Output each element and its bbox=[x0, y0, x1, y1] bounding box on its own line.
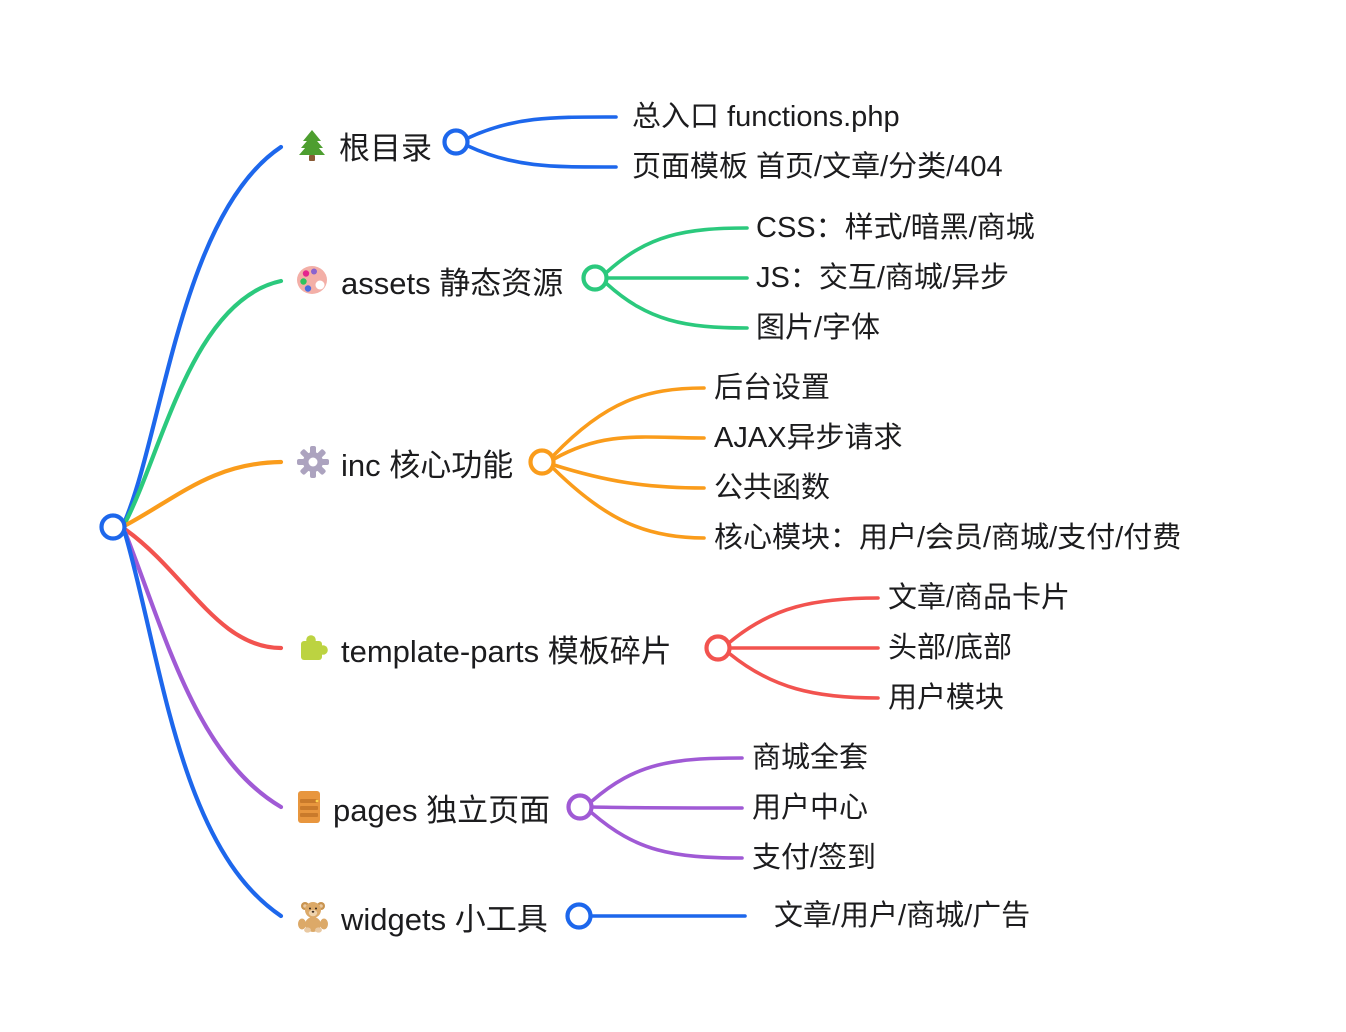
node-connector-assets[interactable] bbox=[581, 264, 609, 292]
node-label: assets 静态资源 bbox=[341, 265, 564, 301]
leaf-item[interactable]: 文章/用户/商城/广告 bbox=[774, 900, 1031, 932]
child-line bbox=[466, 115, 618, 140]
child-line bbox=[605, 282, 749, 330]
leaf-item[interactable]: 用户模块 bbox=[888, 682, 1005, 714]
teddy-icon bbox=[296, 899, 330, 933]
puzzle-icon bbox=[296, 631, 330, 665]
node-connector-pages[interactable] bbox=[566, 793, 594, 821]
child-line bbox=[590, 811, 744, 860]
branch-line-pages bbox=[122, 529, 284, 810]
node-label: pages 独立页面 bbox=[333, 792, 551, 828]
node-label: widgets 小工具 bbox=[341, 901, 548, 937]
child-line bbox=[605, 226, 749, 274]
child-line bbox=[552, 435, 706, 461]
leaf-item[interactable]: 后台设置 bbox=[714, 372, 831, 404]
node-connector-template-parts[interactable] bbox=[704, 634, 732, 662]
leaf-item[interactable]: 总入口 functions.php bbox=[632, 101, 900, 133]
node-label: 根目录 bbox=[339, 130, 432, 166]
node-label: template-parts 模板碎片 bbox=[341, 633, 672, 669]
node-root-dir[interactable]: 根目录 bbox=[296, 120, 432, 170]
branch-line-inc bbox=[123, 459, 284, 528]
leaf-item[interactable]: CSS：样式/暗黑/商城 bbox=[756, 212, 1035, 244]
child-line bbox=[552, 386, 706, 457]
leaf-item[interactable]: 商城全套 bbox=[752, 742, 869, 774]
node-connector-inc[interactable] bbox=[528, 448, 556, 476]
node-assets[interactable]: assets 静态资源 bbox=[296, 255, 563, 305]
leaf-item[interactable]: JS：交互/商城/异步 bbox=[756, 262, 1009, 294]
node-widgets[interactable]: widgets 小工具 bbox=[296, 891, 548, 941]
branch-line-assets bbox=[122, 278, 284, 526]
child-line bbox=[466, 144, 618, 169]
gear-icon bbox=[296, 445, 330, 479]
branch-line-widgets bbox=[122, 530, 284, 919]
child-line bbox=[728, 652, 880, 700]
branch-line-root-dir bbox=[122, 144, 284, 524]
node-inc[interactable]: inc 核心功能 bbox=[296, 437, 513, 487]
branch-line-template-parts bbox=[123, 527, 284, 651]
leaf-item[interactable]: 头部/底部 bbox=[888, 632, 1013, 664]
root-connector[interactable] bbox=[99, 513, 127, 541]
leaf-item[interactable]: 页面模板 首页/文章/分类/404 bbox=[632, 151, 1003, 183]
leaf-item[interactable]: 文章/商品卡片 bbox=[888, 582, 1071, 614]
palette-icon bbox=[296, 264, 330, 296]
child-line bbox=[728, 596, 880, 644]
node-template-parts[interactable]: template-parts 模板碎片 bbox=[296, 623, 672, 673]
child-line bbox=[552, 467, 706, 540]
child-line bbox=[590, 756, 744, 803]
child-line bbox=[590, 805, 744, 810]
leaf-item[interactable]: 公共函数 bbox=[714, 472, 831, 504]
ledger-icon bbox=[296, 790, 322, 824]
tree-icon bbox=[296, 128, 328, 162]
node-label: inc 核心功能 bbox=[341, 447, 514, 483]
leaf-item[interactable]: 用户中心 bbox=[752, 792, 869, 824]
node-connector-root-dir[interactable] bbox=[442, 128, 470, 156]
child-line bbox=[552, 463, 706, 490]
leaf-item[interactable]: 支付/签到 bbox=[752, 842, 877, 874]
node-pages[interactable]: pages 独立页面 bbox=[296, 782, 550, 832]
leaf-item[interactable]: AJAX异步请求 bbox=[714, 422, 903, 454]
node-connector-widgets[interactable] bbox=[565, 902, 593, 930]
leaf-item[interactable]: 核心模块：用户/会员/商城/支付/付费 bbox=[714, 522, 1182, 554]
leaf-item[interactable]: 图片/字体 bbox=[756, 312, 881, 344]
